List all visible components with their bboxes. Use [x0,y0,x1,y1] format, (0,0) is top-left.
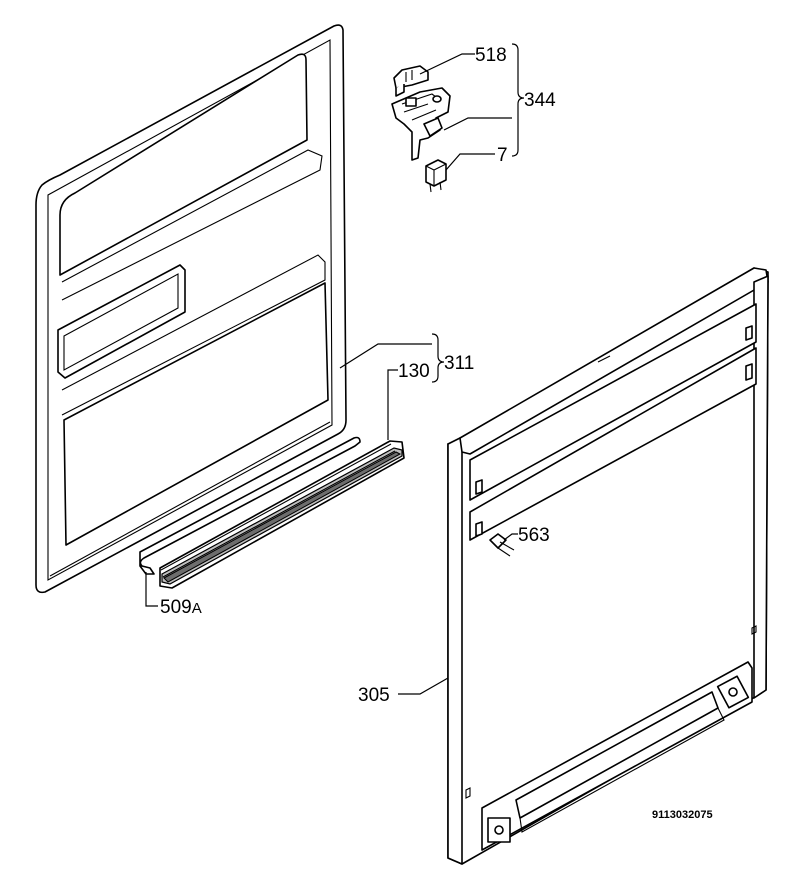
latch-clip-518 [393,65,429,97]
door-seal-130 [159,440,405,589]
door-latch-assembly [391,65,451,193]
latch-part-7 [425,159,447,193]
label-344: 344 [524,90,556,111]
label-509a-suffix: A [192,600,202,617]
label-130: 130 [398,361,430,382]
label-7: 7 [497,145,508,166]
diagram-reference-code: 9113032075 [652,809,713,821]
screw-563 [489,533,515,557]
label-563: 563 [518,525,550,546]
label-305: 305 [358,685,390,706]
latch-body [391,87,451,161]
label-509a: 509A [160,597,202,618]
label-311: 311 [444,353,474,374]
leader-lines [145,43,525,695]
hinge-rod-509a [139,436,361,575]
outer-door-panel-305 [447,267,769,865]
label-509a-number: 509 [160,597,192,618]
inner-door [35,24,347,594]
label-518: 518 [475,45,507,66]
